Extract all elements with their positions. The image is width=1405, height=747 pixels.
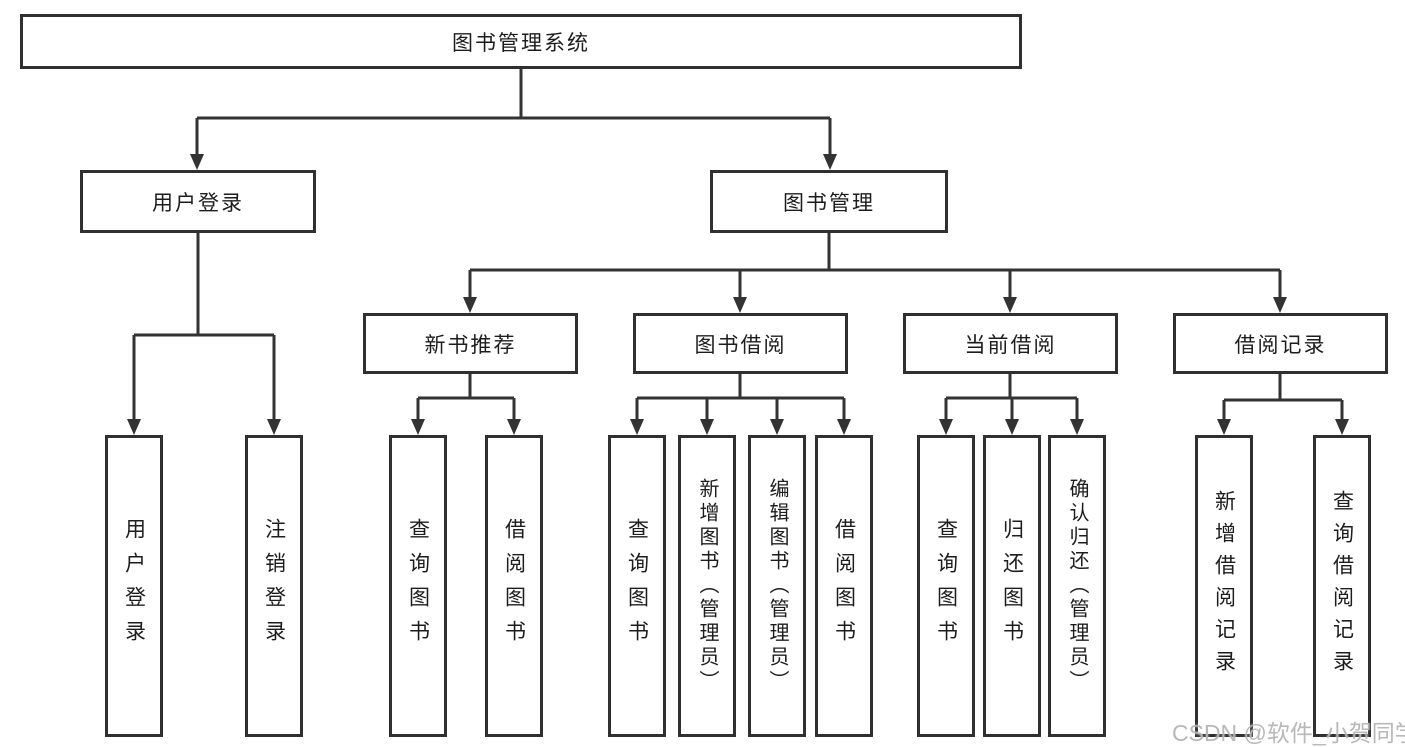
node-edit-book-admin: 编辑图书（管理员） [748,435,806,737]
node-user-login-leaf: 用户登录 [105,435,163,737]
node-return-books: 归还图书 [983,435,1041,737]
node-borrow-books-1: 借阅图书 [485,435,543,737]
node-add-book-admin-label: 新增图书（管理员） [696,478,718,694]
node-new-book-recommendation-label: 新书推荐 [424,333,517,357]
node-new-book-recommendation: 新书推荐 [363,313,578,374]
connector-strokes [132,69,1344,423]
node-query-books-1-label: 查询图书 [406,518,430,654]
node-add-borrow-record: 新增借阅记录 [1195,435,1253,737]
node-user-login-leaf-label: 用户登录 [122,518,146,654]
node-borrowing-records-label: 借阅记录 [1234,333,1327,357]
node-query-books-2-label: 查询图书 [625,518,649,654]
node-query-books-3-label: 查询图书 [934,518,958,654]
node-current-borrowing-label: 当前借阅 [964,333,1057,357]
node-query-borrow-record: 查询借阅记录 [1313,435,1371,737]
node-add-book-admin: 新增图书（管理员） [678,435,736,737]
node-book-management-label: 图书管理 [783,191,875,215]
node-user-login: 用户登录 [80,170,316,233]
node-user-login-label: 用户登录 [152,191,244,215]
node-return-books-label: 归还图书 [1000,518,1024,654]
arrowhead-icons [127,154,1349,435]
node-borrowing-records: 借阅记录 [1173,313,1388,374]
node-borrow-books-1-label: 借阅图书 [502,518,526,654]
node-borrow-books-2-label: 借阅图书 [832,518,856,654]
node-library-system: 图书管理系统 [20,14,1022,69]
node-book-borrowing: 图书借阅 [633,313,848,374]
node-confirm-return-admin: 确认归还（管理员） [1048,435,1106,737]
node-current-borrowing: 当前借阅 [903,313,1118,374]
node-edit-book-admin-label: 编辑图书（管理员） [766,478,788,694]
node-query-books-2: 查询图书 [608,435,666,737]
node-query-books-1: 查询图书 [389,435,447,737]
node-logout-label: 注销登录 [262,518,286,654]
node-book-management: 图书管理 [710,170,948,233]
csdn-watermark: CSDN @软件_小贺同学 [1172,720,1405,746]
node-query-books-3: 查询图书 [917,435,975,737]
node-confirm-return-admin-label: 确认归还（管理员） [1066,478,1088,694]
node-logout: 注销登录 [245,435,303,737]
node-library-system-label: 图书管理系统 [452,31,590,55]
node-add-borrow-record-label: 新增借阅记录 [1212,490,1236,682]
node-query-borrow-record-label: 查询借阅记录 [1330,490,1354,682]
node-borrow-books-2: 借阅图书 [815,435,873,737]
node-book-borrowing-label: 图书借阅 [694,333,787,357]
